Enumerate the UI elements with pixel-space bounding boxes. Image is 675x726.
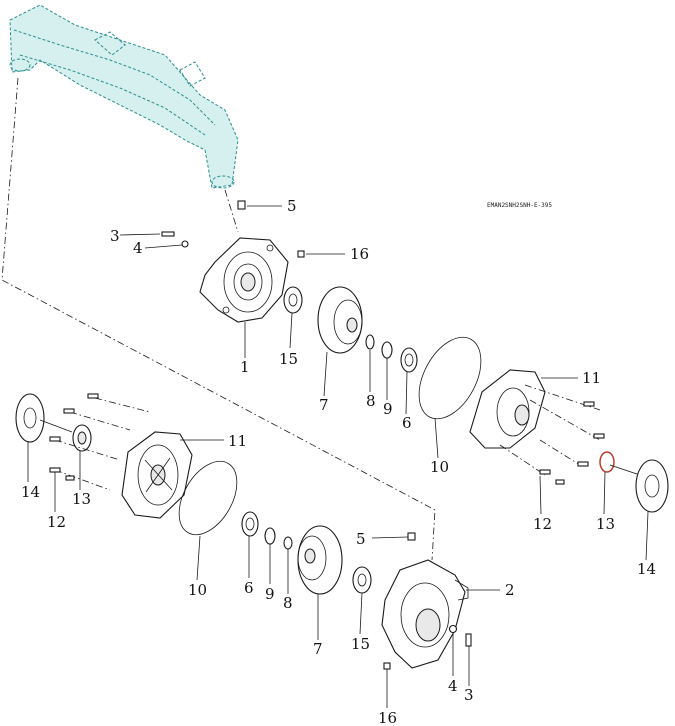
label-4-top: 4 bbox=[133, 239, 143, 257]
label-4-bottom: 4 bbox=[448, 677, 458, 695]
label-11-bottom: 11 bbox=[228, 432, 247, 450]
seal-9-top bbox=[381, 341, 393, 359]
housing-1 bbox=[199, 237, 289, 323]
bearing-6-bottom bbox=[241, 511, 259, 537]
label-16-bottom: 16 bbox=[378, 709, 397, 726]
bolt-3-top bbox=[161, 231, 175, 237]
seal-13-top bbox=[599, 451, 615, 473]
label-1: 1 bbox=[240, 358, 250, 376]
label-10-top: 10 bbox=[430, 458, 449, 476]
impeller-7-top bbox=[317, 286, 363, 354]
bolts-12-bottom bbox=[49, 393, 151, 491]
bearing-15-top bbox=[283, 286, 303, 314]
label-16-top: 16 bbox=[350, 245, 369, 263]
label-7-bottom: 7 bbox=[313, 640, 323, 658]
bolts-12-top bbox=[499, 384, 605, 485]
seal-9-bottom bbox=[264, 527, 276, 545]
label-13-bottom: 13 bbox=[72, 490, 91, 508]
label-10-bottom: 10 bbox=[188, 581, 207, 599]
label-2: 2 bbox=[505, 581, 515, 599]
label-9-bottom: 9 bbox=[265, 585, 275, 603]
housing-2 bbox=[381, 559, 469, 669]
label-3-top: 3 bbox=[110, 227, 120, 245]
label-8-top: 8 bbox=[366, 392, 376, 410]
bolt-3-bottom bbox=[465, 633, 472, 647]
impeller-7-bottom bbox=[297, 525, 343, 595]
plug-5-top bbox=[237, 200, 246, 210]
plug-16-top bbox=[297, 250, 305, 258]
label-15-top: 15 bbox=[279, 350, 298, 368]
cover-11-top bbox=[469, 369, 546, 449]
leaders-top bbox=[119, 205, 649, 561]
label-12-bottom: 12 bbox=[47, 513, 66, 531]
label-5-bottom: 5 bbox=[356, 530, 366, 548]
plug-16-bottom bbox=[383, 662, 391, 670]
callout-labels-top: 5 3 4 16 1 15 7 8 9 6 10 11 12 13 14 bbox=[110, 197, 656, 578]
label-8-bottom: 8 bbox=[283, 594, 293, 612]
flange-14-top bbox=[609, 459, 669, 513]
plug-5-bottom bbox=[407, 532, 416, 541]
flange-14-bottom bbox=[15, 393, 73, 443]
label-7-top: 7 bbox=[319, 396, 329, 414]
label-3-bottom: 3 bbox=[464, 686, 474, 704]
leaders-bottom bbox=[27, 439, 500, 708]
label-5-top: 5 bbox=[287, 197, 297, 215]
seal-13-bottom bbox=[72, 424, 92, 452]
bearing-6-top bbox=[400, 347, 418, 373]
washer-4-top bbox=[181, 240, 189, 248]
label-6-top: 6 bbox=[402, 414, 412, 432]
cover-11-bottom bbox=[121, 431, 193, 519]
label-13-top: 13 bbox=[596, 515, 615, 533]
oring-10-top bbox=[418, 336, 482, 420]
label-11-top: 11 bbox=[582, 369, 601, 387]
label-14-bottom: 14 bbox=[21, 483, 40, 501]
label-12-top: 12 bbox=[533, 515, 552, 533]
oring-10-bottom bbox=[178, 460, 238, 536]
washer-4-bottom bbox=[448, 624, 458, 634]
label-14-top: 14 bbox=[637, 560, 656, 578]
label-9-top: 9 bbox=[383, 400, 393, 418]
callout-labels-bottom: 14 12 13 11 10 6 9 8 7 5 15 2 4 3 16 bbox=[21, 432, 515, 726]
washer-8-bottom bbox=[283, 536, 293, 550]
bearing-15-bottom bbox=[352, 566, 372, 594]
washer-8-top bbox=[365, 334, 375, 350]
manifold-pipe bbox=[9, 4, 239, 189]
drawing-code: EMAN2SNH2SNH-E-395 bbox=[487, 202, 552, 209]
label-15-bottom: 15 bbox=[351, 635, 370, 653]
label-6-bottom: 6 bbox=[244, 579, 254, 597]
alignment-line-top bbox=[224, 189, 239, 233]
